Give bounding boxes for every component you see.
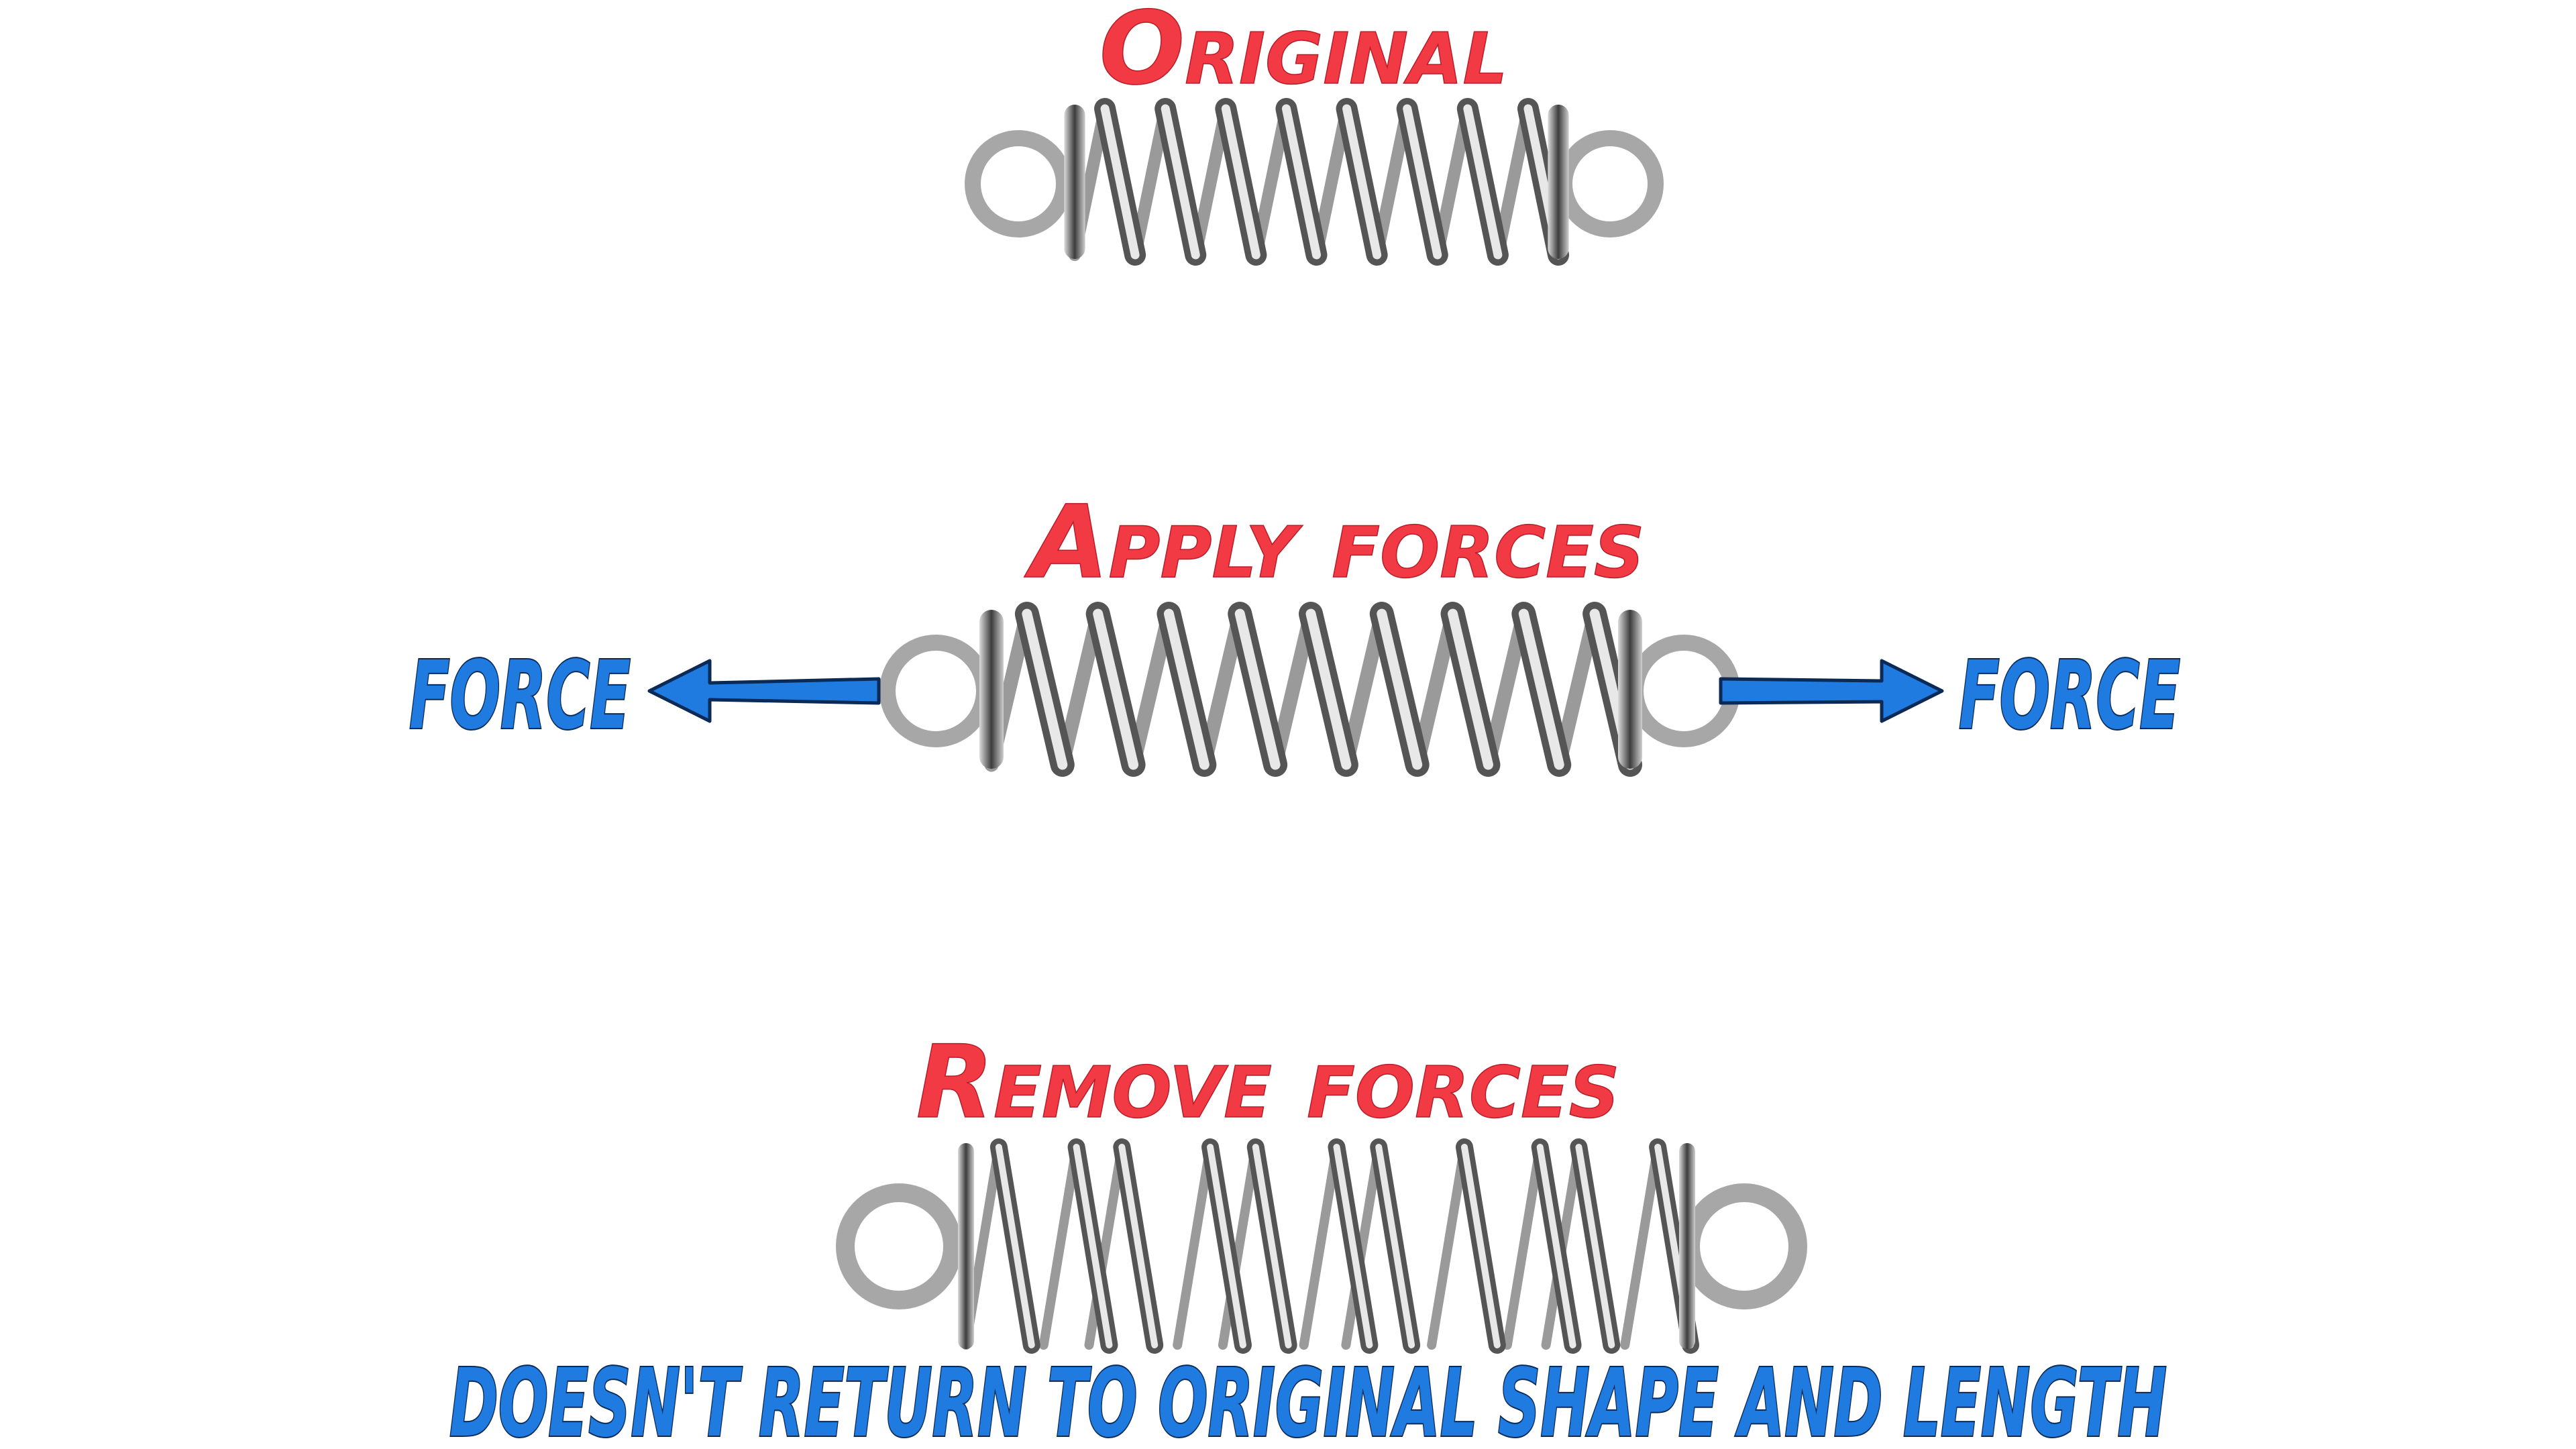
coil-back-strand xyxy=(1427,1142,1469,1350)
coil-front-highlight xyxy=(1536,1144,1576,1348)
spring-coils xyxy=(1064,98,1569,266)
coil-end-cap xyxy=(1679,1143,1695,1349)
coil-front-highlight xyxy=(1342,104,1382,260)
coil-front-highlight xyxy=(1207,1144,1246,1348)
coil-front-highlight xyxy=(1022,608,1068,770)
coil-front-highlight xyxy=(1221,104,1260,260)
coil-front-highlight xyxy=(1305,608,1352,770)
right-force-label: FORCE xyxy=(1959,641,2180,751)
coil-front-highlight xyxy=(1100,104,1140,260)
coil-back-strand xyxy=(1173,1142,1216,1350)
coil-front-highlight xyxy=(1163,608,1210,770)
coil-back-strand xyxy=(1299,1142,1342,1350)
coil-end-cap xyxy=(979,610,1004,769)
coil-back-strand xyxy=(1218,1142,1260,1350)
coil-back-strand xyxy=(1084,1142,1127,1350)
apply-title: Apply forces xyxy=(1024,484,1644,601)
coil-end-cap xyxy=(1064,105,1085,259)
spring-coils xyxy=(958,1138,1699,1354)
coil-front-highlight xyxy=(1375,1144,1415,1348)
coil-front-highlight xyxy=(1234,608,1281,770)
right-ring xyxy=(1556,130,1664,237)
coil-front-highlight xyxy=(1460,1144,1501,1348)
spring-coils xyxy=(979,602,1642,777)
coil-back-strand xyxy=(1341,1142,1384,1350)
left-ring xyxy=(879,635,992,747)
right-force-arrow-icon xyxy=(1719,659,1944,723)
remove-spring xyxy=(836,1138,1807,1354)
coil-end-cap xyxy=(1618,610,1642,769)
coil-end-cap xyxy=(1548,105,1569,259)
coil-back-strand xyxy=(1502,1142,1545,1350)
coil-front-highlight xyxy=(1377,608,1423,770)
coil-front-highlight xyxy=(1518,608,1564,770)
coil-front-highlight xyxy=(1281,104,1321,260)
left-ring xyxy=(836,1183,962,1309)
coil-front-highlight xyxy=(1333,1144,1373,1348)
coil-front-highlight xyxy=(1463,104,1503,260)
coil-front-highlight xyxy=(1448,608,1493,770)
coil-front-highlight xyxy=(995,1144,1035,1348)
apply-stage: Apply forces FORCE FORCE xyxy=(408,484,2182,777)
left-force-arrow-icon xyxy=(647,659,881,723)
remove-title: Remove forces xyxy=(916,1024,1620,1141)
right-ring xyxy=(1681,1183,1807,1309)
coil-front-highlight xyxy=(1575,1144,1615,1348)
result-caption: DOESN'T RETURN TO ORIGINAL SHAPE AND LEN… xyxy=(449,1349,2167,1449)
coil-front-highlight xyxy=(1118,1144,1159,1348)
right-ring xyxy=(1627,635,1740,747)
coil-front-highlight xyxy=(1252,1144,1292,1348)
original-stage: Original xyxy=(965,0,1664,266)
coil-end-cap xyxy=(958,1143,974,1349)
apply-spring xyxy=(879,602,1740,777)
original-title: Original xyxy=(1099,0,1508,107)
coil-front-highlight xyxy=(1403,104,1442,260)
coil-front-highlight xyxy=(1093,608,1139,770)
coil-back-strand xyxy=(1620,1142,1663,1350)
left-force-label: FORCE xyxy=(409,641,631,751)
coil-front-highlight xyxy=(1073,1144,1113,1348)
coil-back-strand xyxy=(1038,1142,1081,1350)
original-spring xyxy=(965,98,1664,266)
coil-front-highlight xyxy=(1161,104,1200,260)
left-ring xyxy=(965,130,1072,237)
remove-stage: Remove forces DOESN'T RETURN TO ORIGINAL… xyxy=(448,1024,2168,1449)
